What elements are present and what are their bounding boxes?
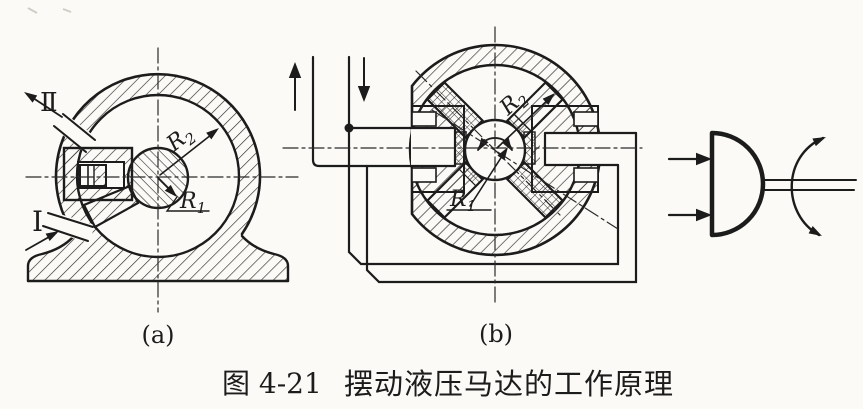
port-II-arrow [21, 88, 63, 118]
motor-base [28, 234, 288, 281]
label-R1-b: R1 [449, 187, 476, 215]
symbol-swing-arrow [790, 133, 828, 240]
label-port-I: Ⅰ [32, 205, 43, 238]
label-port-II: Ⅱ [40, 88, 58, 118]
diagram-b: R2 R1 [282, 26, 643, 303]
dimension-R1-b: R1 [446, 144, 512, 215]
sublabel-b: (b) [479, 320, 513, 348]
symbol-body [709, 130, 766, 238]
sublabel-a: (a) [141, 321, 174, 349]
base-outline [26, 234, 290, 283]
port-I-channel [41, 210, 95, 243]
right-manifold-block [523, 105, 637, 193]
symbol-inlet-arrow-bottom [667, 208, 712, 222]
symbol-shaft [761, 179, 857, 191]
centerlines-b [282, 26, 643, 303]
piping [311, 55, 638, 284]
flow-arrow-down [357, 57, 371, 102]
pipe-junction-dot [344, 123, 354, 133]
flow-arrow-up [288, 62, 302, 111]
dimension-R1-a: R1 [157, 177, 210, 217]
label-R1-a: R1 [179, 189, 206, 217]
caption-title: 摆动液压马达的工作原理 [344, 367, 674, 401]
diagram-a: R2 R1 Ⅱ Ⅰ [21, 47, 299, 313]
centerlines-a [25, 47, 299, 313]
motor-symbol [667, 130, 857, 240]
scan-artifact [27, 7, 72, 14]
caption-number: 图 4-21 [222, 367, 322, 400]
symbol-inlet-arrow-top [667, 152, 712, 166]
port-I-arrow [25, 227, 62, 251]
